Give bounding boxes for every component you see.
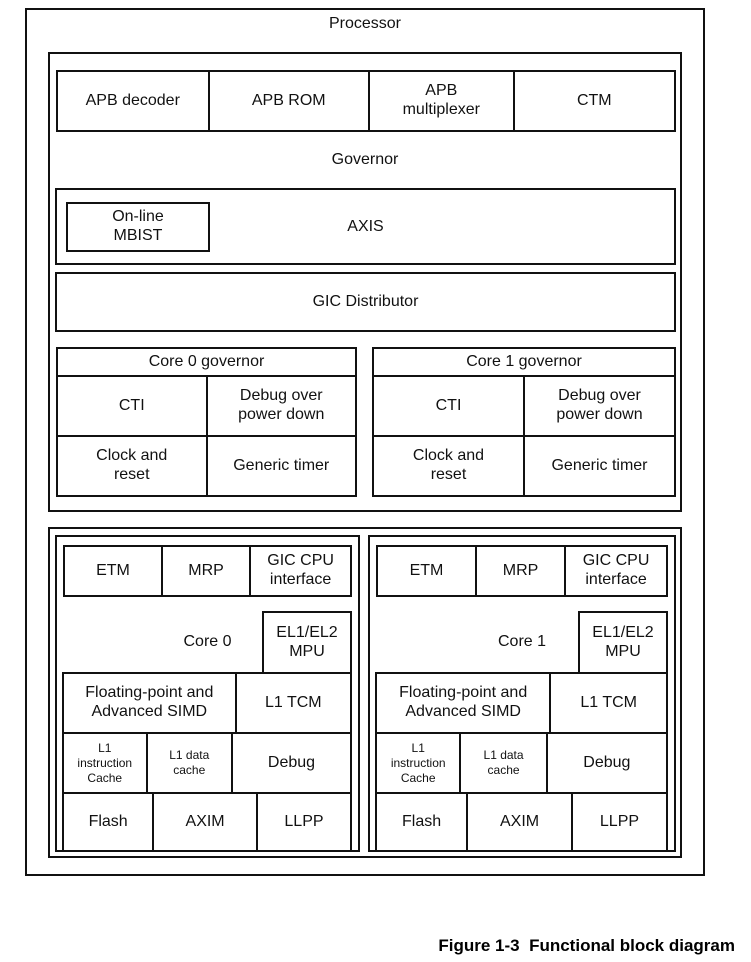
core0-fp-row: Floating-point and Advanced SIMD L1 TCM — [62, 672, 352, 734]
gic-distributor-box: GIC Distributor — [55, 272, 676, 332]
core1-flash-box: Flash — [402, 812, 442, 830]
core0-axim-box: AXIM — [152, 794, 256, 850]
core0-box: ETM MRP GIC CPU interface Core 0 EL1/EL2… — [55, 535, 360, 852]
apb-rom-box: APB ROM — [207, 72, 368, 130]
core1-llpp-box: LLPP — [570, 794, 666, 850]
core0-el1-el2-mpu-box: EL1/EL2 MPU — [262, 611, 352, 674]
figure-caption: Figure 1-3 Functional block diagram — [438, 936, 735, 955]
core1-bus-row: Flash AXIM LLPP — [375, 792, 668, 852]
core0-governor-box: Core 0 governor CTI Debug over power dow… — [56, 347, 357, 497]
core1-el1-el2-mpu-box: EL1/EL2 MPU — [578, 611, 668, 674]
core1-debug-box: Debug — [545, 734, 666, 792]
core1-generic-timer-box: Generic timer — [523, 437, 674, 495]
core0-etm-box: ETM — [96, 561, 130, 579]
ctm-box: CTM — [512, 72, 674, 130]
core0-l1-tcm-box: L1 TCM — [234, 674, 350, 732]
axis-box: AXIS On-line MBIST — [55, 188, 676, 265]
core1-cache-row: L1 instruction Cache L1 data cache Debug — [375, 732, 668, 794]
core0-top-row: ETM MRP GIC CPU interface — [63, 545, 352, 597]
governor-label: Governor — [331, 151, 399, 168]
core1-l1-instruction-cache-box: L1 instruction Cache — [390, 740, 446, 785]
core1-governor-box: Core 1 governor CTI Debug over power dow… — [372, 347, 676, 497]
core0-name-label: Core 0 — [183, 633, 232, 650]
axis-label: AXIS — [347, 217, 384, 235]
apb-row: APB decoder APB ROM APB multiplexer CTM — [56, 70, 676, 132]
core1-l1-data-cache-box: L1 data cache — [459, 734, 545, 792]
core0-bus-row: Flash AXIM LLPP — [62, 792, 352, 852]
core1-top-row: ETM MRP GIC CPU interface — [376, 545, 668, 597]
core1-debug-over-power-down-box: Debug over power down — [523, 377, 674, 435]
core1-clock-and-reset-box: Clock and reset — [412, 447, 485, 483]
processor-title: Processor — [328, 15, 402, 32]
online-mbist-box: On-line MBIST — [66, 202, 210, 252]
core1-axim-box: AXIM — [466, 794, 571, 850]
core0-debug-over-power-down-box: Debug over power down — [205, 377, 356, 435]
core0-governor-title: Core 0 governor — [58, 349, 355, 377]
core1-etm-box: ETM — [409, 561, 444, 579]
core0-cti-box: CTI — [118, 396, 145, 414]
core1-fp-simd-box: Floating-point and Advanced SIMD — [399, 684, 528, 720]
core0-fp-simd-box: Floating-point and Advanced SIMD — [85, 684, 214, 720]
core0-mrp-box: MRP — [160, 547, 249, 595]
core0-llpp-box: LLPP — [255, 794, 350, 850]
core0-clock-and-reset-box: Clock and reset — [96, 447, 168, 483]
core1-governor-title: Core 1 governor — [374, 349, 674, 377]
core0-gic-cpu-interface-box: GIC CPU interface — [249, 547, 350, 595]
core1-name-label: Core 1 — [497, 633, 547, 650]
core0-l1-instruction-cache-box: L1 instruction Cache — [77, 740, 133, 785]
core1-cti-box: CTI — [435, 396, 462, 414]
core0-l1-data-cache-box: L1 data cache — [145, 734, 231, 792]
core1-mrp-box: MRP — [474, 547, 564, 595]
core1-box: ETM MRP GIC CPU interface Core 1 EL1/EL2… — [368, 535, 676, 852]
core0-debug-box: Debug — [230, 734, 350, 792]
core0-generic-timer-box: Generic timer — [205, 437, 356, 495]
core1-l1-tcm-box: L1 TCM — [549, 674, 666, 732]
core0-cache-row: L1 instruction Cache L1 data cache Debug — [62, 732, 352, 794]
apb-decoder-box: APB decoder — [85, 91, 180, 109]
core0-flash-box: Flash — [88, 812, 128, 830]
core1-gic-cpu-interface-box: GIC CPU interface — [564, 547, 666, 595]
apb-multiplexer-box: APB multiplexer — [367, 72, 513, 130]
core1-fp-row: Floating-point and Advanced SIMD L1 TCM — [375, 672, 668, 734]
